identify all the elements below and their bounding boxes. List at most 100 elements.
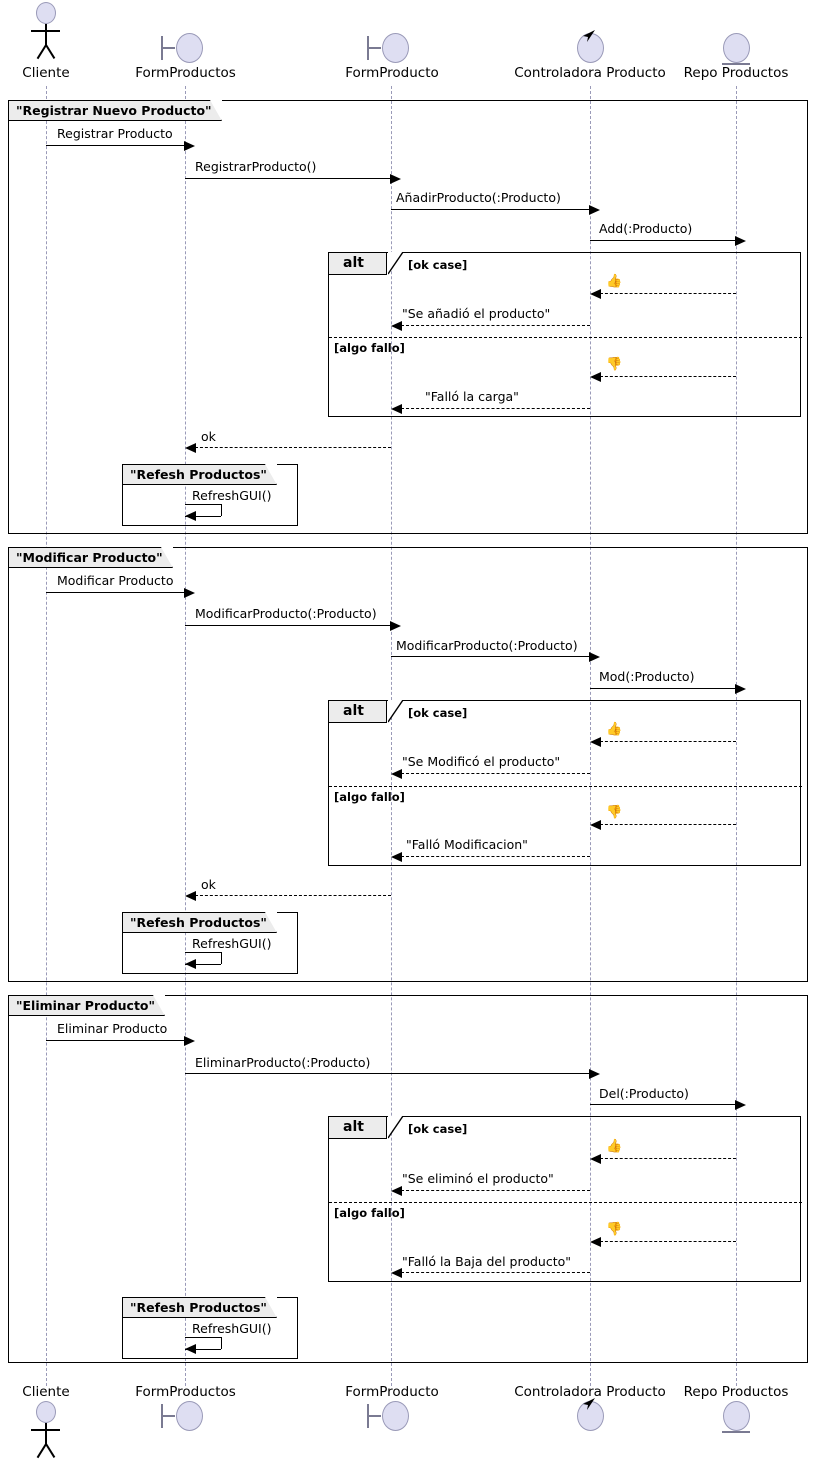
arrowhead-icon: [184, 140, 195, 151]
thumbs-up-icon-2: 👍: [606, 722, 623, 737]
message-se-elimino-el-producto: [391, 1185, 590, 1196]
alt-fragment-registrar: alt [ok case] [algo fallo]: [328, 252, 802, 417]
alt-separator: [329, 1202, 802, 1203]
thumbs-up-icon-3: 👍: [606, 1139, 623, 1154]
message-label-modificarproducto-call-1: ModificarProducto(:Producto): [195, 606, 377, 621]
message-repo-ok-return-2: [590, 736, 736, 747]
lifeline-repo-productos: [736, 86, 737, 1386]
participant-label-controladora-producto: Controladora Producto: [514, 65, 666, 81]
message-label-mod-producto: Mod(:Producto): [599, 669, 695, 684]
message-label-fallo-la-baja-del-producto: "Falló la Baja del producto": [402, 1254, 572, 1269]
control-arrow-icon: [583, 30, 595, 42]
thumbs-up-icon-1: 👍: [606, 274, 623, 289]
boundary-circle: [176, 33, 203, 63]
message-label-del-producto: Del(:Producto): [599, 1086, 689, 1101]
alt-separator: [329, 337, 802, 338]
boundary-circle: [382, 33, 409, 63]
alt-tab-notch-icon: [388, 1116, 404, 1139]
fragment-refesh-productos-1: "Refesh Productos": [122, 464, 298, 526]
message-label-modificarproducto-call-2: ModificarProducto(:Producto): [396, 638, 578, 653]
alt-fragment-modificar: alt [ok case] [algo fallo]: [328, 700, 802, 866]
alt-guard-fail: [algo fallo]: [334, 790, 405, 804]
message-label-modificar-producto: Modificar Producto: [57, 573, 174, 588]
boundary-arm: [368, 47, 381, 49]
self-msg-right-line: [221, 952, 222, 964]
alt-operator-label: alt: [328, 252, 387, 275]
self-msg-top-line: [185, 952, 221, 953]
self-msg-bottom-line: [185, 516, 221, 517]
arrowhead-icon: [590, 288, 601, 299]
self-msg-top-line: [185, 1337, 221, 1338]
message-repo-fail-return-2: [590, 819, 736, 830]
message-label-fallo-la-carga: "Falló la carga": [425, 389, 519, 404]
arrowhead-icon: [391, 320, 402, 331]
message-del-producto: [590, 1099, 746, 1110]
alt-operator-label: alt: [328, 1116, 387, 1139]
fragment-refesh-productos-3: "Refesh Productos": [122, 1297, 298, 1359]
arrowhead-icon: [590, 1153, 601, 1164]
fragment-modificar-producto: "Modificar Producto": [8, 547, 808, 982]
participant-label-formproductos: FormProductos: [135, 65, 236, 81]
participant-label-cliente: Cliente: [22, 65, 70, 81]
participant-label-controladora-producto-bottom: Controladora Producto: [514, 1384, 666, 1400]
arrowhead-icon: [185, 1344, 196, 1354]
alt-guard-fail: [algo fallo]: [334, 341, 405, 355]
message-registrar-producto: [46, 140, 195, 151]
alt-separator: [329, 786, 802, 787]
message-label-eliminar-producto: Eliminar Producto: [57, 1021, 168, 1036]
actor-body-line: [45, 1423, 47, 1445]
message-ok-return-2: [185, 890, 391, 901]
control-arrow-icon: [583, 1398, 595, 1410]
participant-label-formproductos-bottom: FormProductos: [135, 1384, 236, 1400]
arrowhead-icon: [589, 651, 600, 662]
message-label-registrar-producto: Registrar Producto: [57, 126, 173, 141]
message-repo-fail-return-3: [590, 1236, 736, 1247]
participant-label-formproducto: FormProducto: [345, 65, 439, 81]
arrowhead-icon: [590, 736, 601, 747]
arrowhead-icon: [589, 1068, 600, 1079]
message-label-add-producto: Add(:Producto): [599, 221, 693, 236]
arrowhead-icon: [590, 371, 601, 382]
fragment-refesh-productos-2: "Refesh Productos": [122, 912, 298, 974]
message-label-se-elimino-el-producto: "Se eliminó el producto": [402, 1171, 554, 1186]
message-label-eliminarproducto-call: EliminarProducto(:Producto): [195, 1055, 371, 1070]
participant-label-repo-productos-bottom: Repo Productos: [683, 1384, 789, 1400]
alt-operator-label: alt: [328, 700, 387, 723]
message-fallo-modificacion: [391, 851, 590, 862]
actor-leg-right: [45, 1443, 55, 1458]
self-msg-top-line: [185, 504, 221, 505]
lifeline-formproductos: [185, 86, 186, 1386]
arrowhead-icon: [735, 683, 746, 694]
message-fallo-la-carga: [391, 403, 590, 414]
arrowhead-icon: [390, 173, 401, 184]
alt-guard-ok: [ok case]: [408, 1122, 468, 1136]
self-msg-right-line: [221, 1337, 222, 1349]
message-label-fallo-modificacion: "Falló Modificacion": [406, 837, 528, 852]
message-add-producto: [590, 235, 746, 246]
actor-head-icon: [36, 1401, 56, 1423]
message-modificarproducto-call-1: [185, 620, 401, 631]
alt-tab-notch-icon: [388, 252, 404, 275]
actor-arms-line: [31, 30, 60, 32]
message-modificar-producto: [46, 587, 195, 598]
fragment-label-refesh-1: "Refesh Productos": [122, 464, 277, 485]
arrowhead-icon: [590, 819, 601, 830]
fragment-label-eliminar: "Eliminar Producto": [8, 995, 166, 1016]
lifeline-formproducto: [391, 86, 392, 1386]
arrowhead-icon: [185, 511, 196, 521]
message-repo-fail-return-1: [590, 371, 736, 382]
message-mod-producto: [590, 683, 746, 694]
message-anadirproducto: [391, 204, 600, 215]
message-repo-ok-return-3: [590, 1153, 736, 1164]
self-msg-bottom-line: [185, 1349, 221, 1350]
actor-head-icon: [36, 2, 56, 24]
thumbs-down-icon-2: 👎: [606, 805, 623, 820]
alt-guard-fail: [algo fallo]: [334, 1206, 405, 1220]
arrowhead-icon: [185, 959, 196, 969]
entity-base-line: [722, 1431, 750, 1433]
fragment-label-registrar: "Registrar Nuevo Producto": [8, 100, 222, 121]
boundary-arm: [162, 1415, 175, 1417]
arrowhead-icon: [589, 204, 600, 215]
arrowhead-icon: [184, 587, 195, 598]
fragment-registrar-nuevo-producto: "Registrar Nuevo Producto": [8, 100, 808, 534]
